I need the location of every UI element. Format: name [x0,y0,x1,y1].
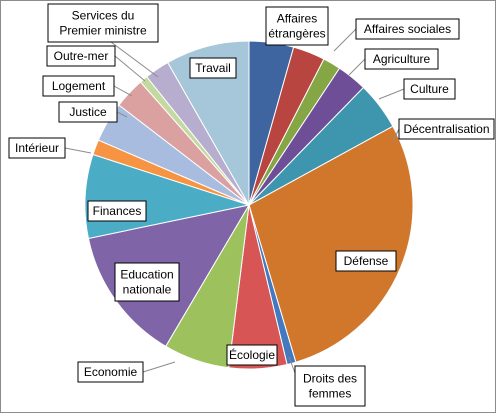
data-label-text: Défense [344,254,389,268]
data-label-logement: Logement [42,75,115,97]
data-label-box [398,118,495,140]
leader-line-logement [113,85,133,97]
data-label-defense: Défense [335,250,397,272]
data-label-text: Travail [195,61,231,75]
data-label-outre-mer: Outre-mer [46,45,116,67]
data-label-box [8,137,66,159]
leader-line-interieur [64,147,92,154]
data-label-text: Justice [69,105,107,119]
data-label-ecologie: Écologie [226,344,278,366]
data-label-finances: Finances [87,200,147,222]
leader-line-decentralisation [392,128,400,142]
data-label-interieur: Intérieur [8,137,66,159]
leader-line-outre-mer [114,55,146,82]
data-label-affaires-sociales: Affaires sociales [355,18,460,40]
data-label-box [226,344,278,366]
data-label-text: Agriculture [373,52,431,66]
data-label-box [355,18,460,40]
data-label-box [58,101,118,123]
data-label-box [77,361,144,383]
data-label-agriculture: Agriculture [364,48,439,70]
data-label-text: Outre-mer [54,49,109,63]
data-label-text: Intérieur [15,141,59,155]
leader-line-affaires-sociales [333,28,357,52]
data-label-text: Affaires sociales [364,22,451,36]
leader-line-justice [116,111,128,118]
data-label-text: Economie [84,365,138,379]
data-label-text: Décentralisation [403,122,489,136]
leader-line-economie [142,361,176,373]
data-label-text: Finances [93,204,142,218]
leader-line-droits-des-femmes [288,356,296,374]
data-label-box [46,45,116,67]
data-label-text: Écologie [229,347,275,362]
data-label-box [114,262,180,302]
pie-slice-defense [248,125,414,363]
data-label-box [265,6,329,46]
data-label-text: Culture [410,82,449,96]
data-label-box [335,250,397,272]
data-label-box [42,75,115,97]
data-label-text: Logement [52,79,106,93]
data-label-economie: Economie [77,361,144,383]
data-label-box [294,365,366,407]
data-label-decentralisation: Décentralisation [398,118,495,140]
data-label-box [364,48,439,70]
data-label-box [189,57,237,79]
leader-line-culture [378,88,405,100]
data-label-box [47,3,159,43]
data-label-culture: Culture [403,78,456,100]
data-label-box [87,200,147,222]
data-label-box [403,78,456,100]
pie-slice-travail [167,40,250,207]
leader-line-services-du-premier-ministre [110,41,159,78]
data-label-justice: Justice [58,101,118,123]
leader-line-agriculture [348,58,366,76]
data-label-travail: Travail [189,57,237,79]
